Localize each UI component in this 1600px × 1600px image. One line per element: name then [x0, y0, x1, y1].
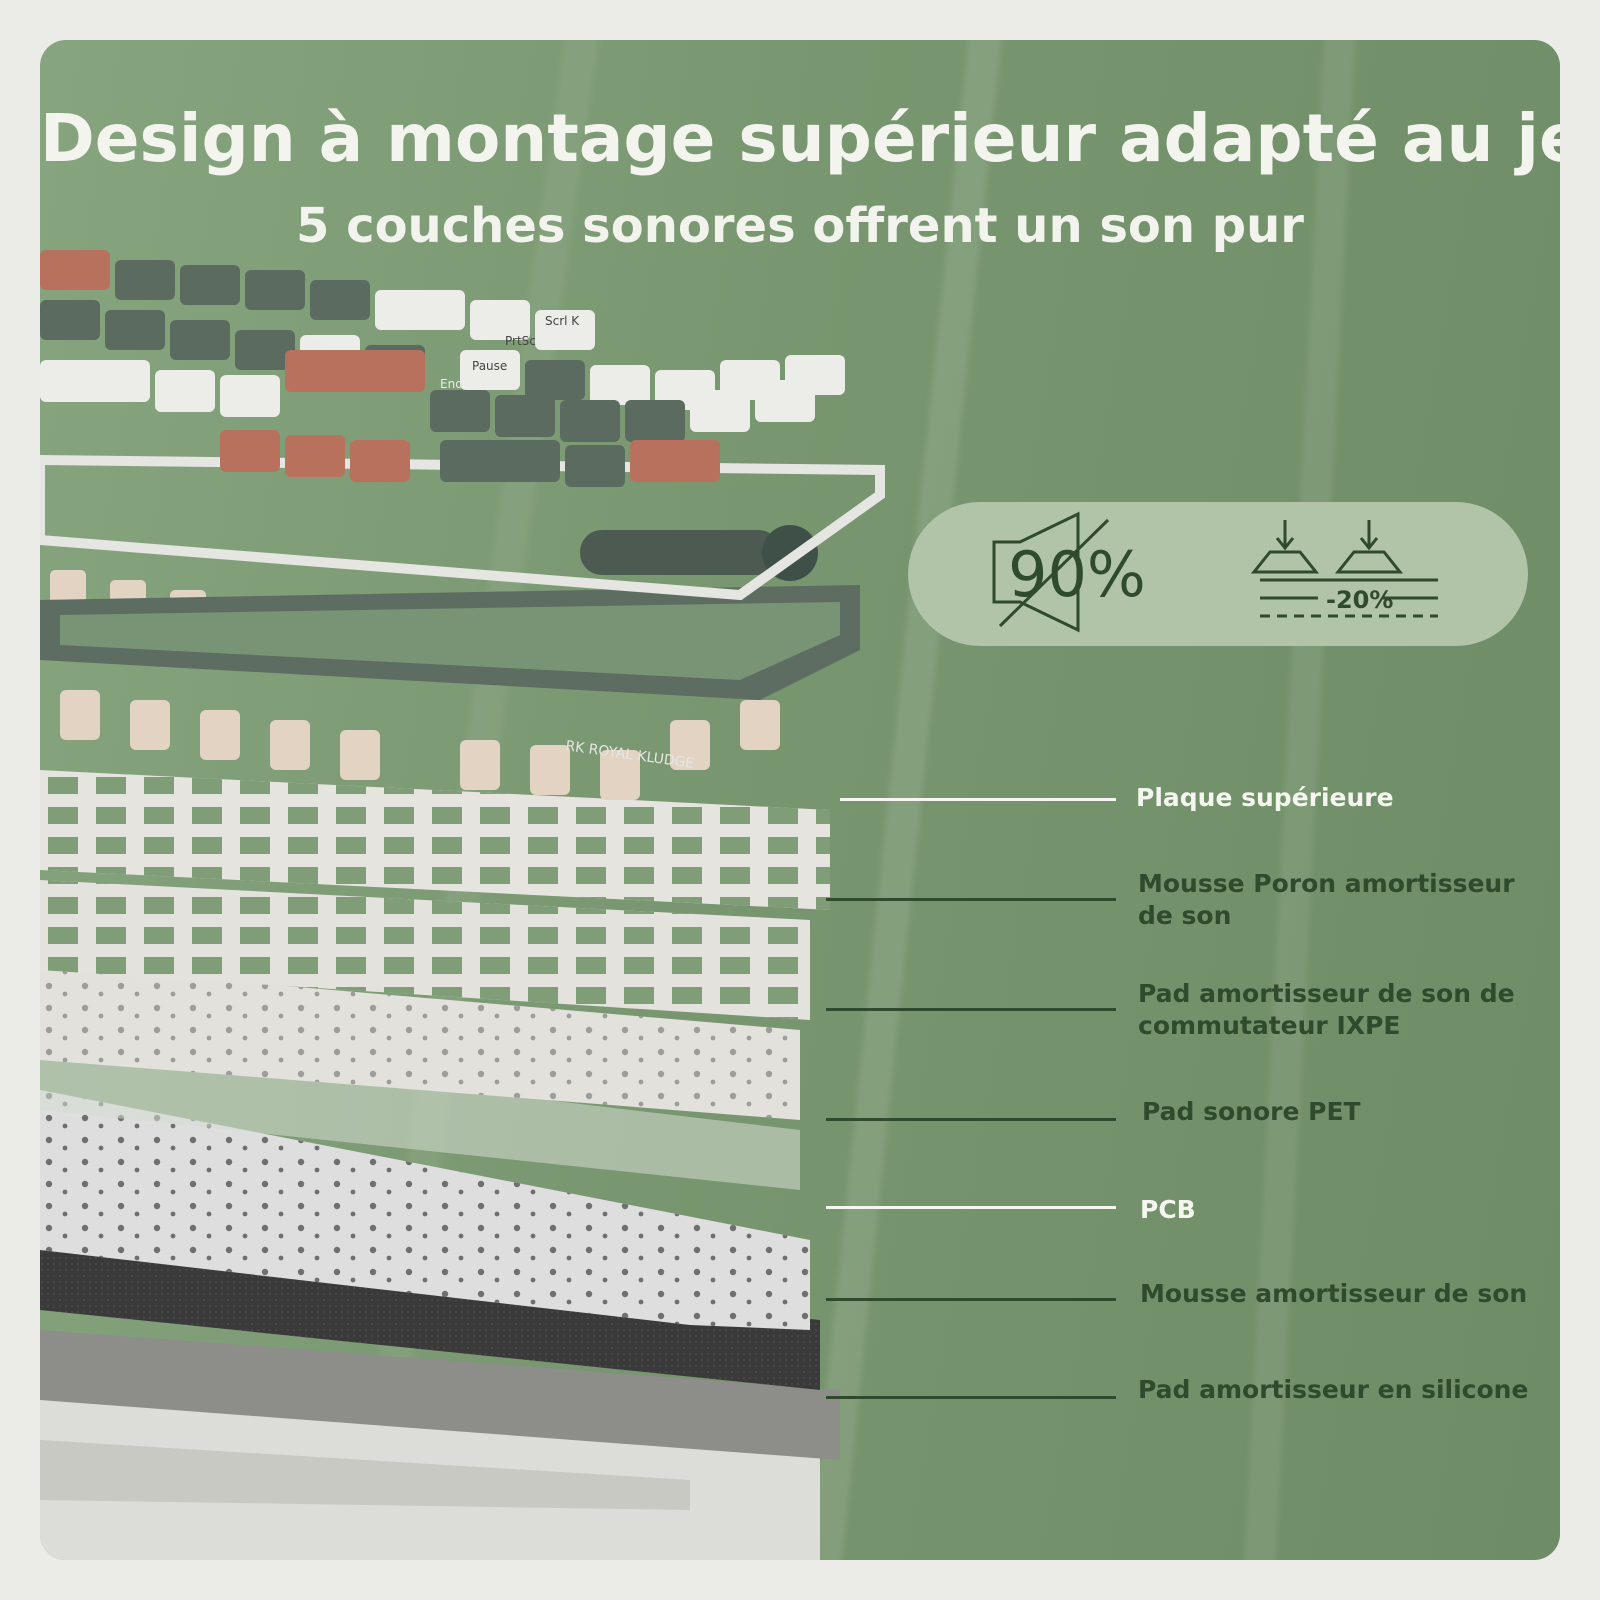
layer-label-sound-foam: Mousse amortisseur de son — [1140, 1279, 1528, 1308]
silicone-pad-layer — [40, 1330, 840, 1460]
leader-line-pet-pad — [826, 1118, 1116, 1121]
leader-line-sound-foam — [826, 1298, 1116, 1301]
keycap-label-pause: Pause — [472, 359, 507, 373]
pcb-layer — [40, 1090, 810, 1330]
keycap-label-prtsc: PrtSc — [505, 334, 536, 348]
exploded-keyboard-illustration: RK ROYAL KLUDGE — [40, 250, 885, 1560]
keycap-label-end: End — [440, 377, 463, 391]
case-frame: RK ROYAL KLUDGE — [40, 525, 860, 772]
layer-label-silicone-pad: Pad amortisseur en silicone — [1138, 1375, 1529, 1404]
muted-speaker-icon — [992, 511, 1110, 633]
layer-label-pet-pad: Pad sonore PET — [1142, 1097, 1361, 1126]
leader-line-top-plate — [840, 798, 1116, 801]
sound-reduction-badge: 90% -20% — [908, 502, 1528, 646]
keycap-set: Ins PrtSc Scrl K Pause End — [40, 250, 845, 487]
layer-label-top-plate: Plaque supérieure — [1136, 783, 1394, 812]
product-banner: Design à montage supérieur adapté au jeu… — [40, 40, 1560, 1560]
ixpe-pad-layer — [40, 965, 800, 1120]
keycap-label-ins: Ins — [308, 337, 325, 351]
layer-label-pcb: PCB — [1140, 1195, 1196, 1224]
leader-line-pcb — [826, 1206, 1116, 1209]
leader-line-silicone-pad — [826, 1396, 1116, 1399]
pet-pad-layer — [40, 1040, 800, 1190]
leader-line-poron-foam — [826, 898, 1116, 901]
plate-frame — [40, 454, 885, 601]
top-plate-layer — [40, 770, 830, 910]
leader-line-ixpe-pad — [826, 1008, 1116, 1011]
travel-reduction-value: -20% — [1326, 586, 1394, 614]
layer-label-ixpe-pad: Pad amortisseur de son de commutateur IX… — [1138, 979, 1515, 1040]
poron-foam-layer — [40, 880, 810, 1020]
keycap-label-scrlk: Scrl K — [545, 314, 580, 328]
sound-foam-layer — [40, 1240, 820, 1390]
page-title: Design à montage supérieur adapté au jeu — [40, 100, 1560, 177]
page-subtitle: 5 couches sonores offrent un son pur — [296, 198, 1304, 254]
layer-label-poron-foam: Mousse Poron amortisseur de son — [1138, 869, 1515, 930]
key-press-icon — [1250, 520, 1438, 618]
noise-reduction-value: 90% — [1008, 538, 1146, 611]
